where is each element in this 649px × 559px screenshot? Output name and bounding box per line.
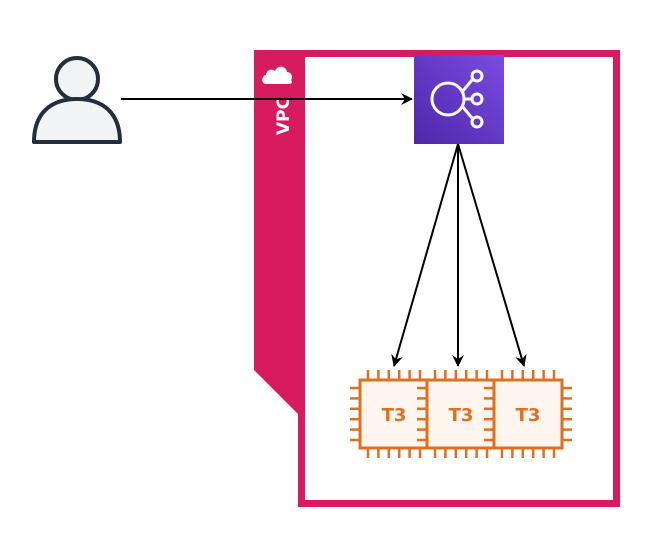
chip-pins: [350, 370, 438, 458]
ec2-instance-1[interactable]: T3: [350, 370, 438, 458]
vpc-label: VPC: [274, 97, 294, 135]
user-icon[interactable]: [32, 56, 122, 144]
cloud-icon: [262, 66, 292, 84]
ec2-instance-icon: [425, 378, 497, 450]
chip-pins: [484, 370, 572, 458]
connector-group: [121, 93, 527, 367]
ec2-instance-icon: [492, 378, 564, 450]
ec2-instance-2[interactable]: T3: [417, 370, 505, 458]
edge-lb-to-instance-3: [457, 143, 527, 367]
instances-group: T3 T3 T3: [350, 370, 572, 458]
instance-label: T3: [382, 405, 407, 426]
elastic-load-balancer-icon[interactable]: [414, 55, 504, 144]
instance-label: T3: [516, 405, 541, 426]
edge-lb-to-instance-1: [391, 143, 459, 367]
instance-label: T3: [449, 405, 474, 426]
ec2-instance-3[interactable]: T3: [484, 370, 572, 458]
ec2-instance-icon: [358, 378, 430, 450]
